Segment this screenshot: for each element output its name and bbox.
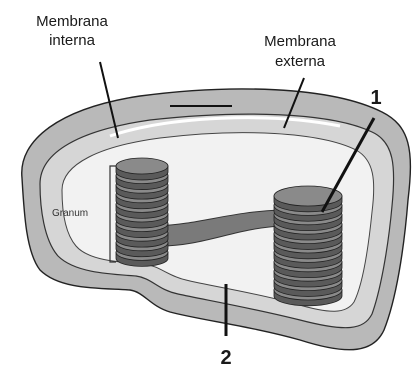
granum-left <box>116 158 168 266</box>
marker-1-label: 1 <box>370 87 381 109</box>
granum-left-disc-top <box>116 158 168 174</box>
marker-2-label: 2 <box>220 347 231 369</box>
inner-membrane-label-line1: Membrana <box>36 13 108 30</box>
outer-membrane-label-line2: externa <box>275 53 326 70</box>
outer-membrane-label-line1: Membrana <box>264 33 336 50</box>
granum-right <box>274 186 342 306</box>
granum-label: Granum <box>52 208 88 219</box>
inner-membrane-label-line2: interna <box>49 32 96 49</box>
